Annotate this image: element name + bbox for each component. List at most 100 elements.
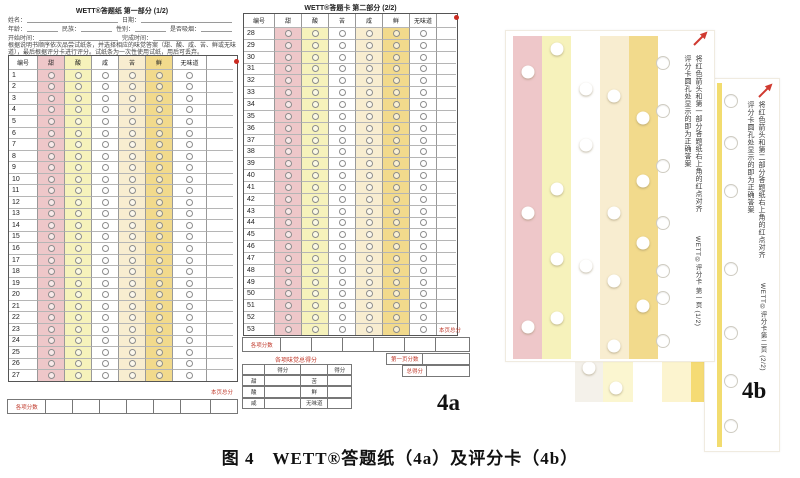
answer-bubble (101, 210, 109, 218)
answer-bubble (392, 136, 400, 144)
answer-row: 1 (9, 69, 237, 81)
answer-cell (301, 263, 328, 276)
answer-cell (64, 149, 91, 162)
punch-hole (582, 361, 596, 375)
answer-bubble (74, 94, 82, 102)
answer-bubble (311, 314, 319, 322)
answer-cell (355, 145, 382, 158)
answer-bubble (74, 71, 82, 79)
blank-cell (206, 242, 233, 254)
answer-cell (145, 242, 172, 254)
answer-cell (172, 334, 206, 347)
answer-bubble (284, 41, 292, 49)
answer-bubble (311, 243, 319, 251)
blank-cell (206, 115, 233, 127)
answer-bubble (47, 348, 55, 356)
answer-bubble (101, 371, 109, 379)
answer-bubble (47, 141, 55, 149)
answer-bubble (101, 337, 109, 345)
sum-blank (242, 364, 265, 376)
punch-hole (724, 326, 738, 340)
answer-cell (118, 69, 145, 81)
punch-hole (656, 291, 670, 305)
answer-bubble (338, 29, 346, 37)
answer-cell (91, 138, 118, 150)
answer-cell (91, 69, 118, 81)
row-number: 38 (244, 145, 274, 157)
answer-bubble (338, 89, 346, 97)
name-label: 姓名： (8, 18, 27, 24)
answer-bubble (365, 89, 373, 97)
card1-instruction-line1: 将红色箭头和第一部分答题纸右上角的红点对齐 (695, 55, 702, 213)
answer-row: 4 (9, 103, 237, 116)
answer-cell (328, 275, 355, 288)
sheet1-page-total-label: 本页总分 (211, 390, 234, 396)
answer-bubble (186, 141, 193, 149)
answer-bubble (419, 112, 427, 120)
row-number: 33 (244, 86, 274, 98)
answer-bubble (338, 266, 346, 274)
answer-bubble (128, 302, 136, 310)
answer-row: 37 (244, 133, 457, 146)
answer-row: 17 (9, 253, 237, 266)
answer-bubble (74, 314, 82, 322)
sheet1-info-block: 姓名： 日期： 年龄： 民族： 性别： 是否吸烟： 开始时间： 完成时间： (8, 15, 236, 42)
score-cell (342, 337, 374, 352)
blank-cell (436, 98, 456, 110)
answer-cell (382, 157, 409, 170)
answer-bubble (311, 254, 319, 262)
punch-hole (550, 42, 564, 56)
answer-cell (409, 287, 436, 300)
sum-value-cell (264, 397, 301, 409)
panel-4b-label: 4b (742, 378, 767, 403)
sheet2-scores-row: 各项分数 (242, 337, 470, 352)
answer-cell (328, 133, 355, 146)
answer-cell (301, 323, 328, 335)
taste-stripe-thin (717, 83, 722, 447)
answer-cell (91, 92, 118, 104)
answer-cell (64, 230, 91, 243)
answer-bubble (365, 219, 373, 227)
blank-cell (436, 74, 456, 87)
answer-bubble (155, 129, 163, 137)
answer-bubble (338, 148, 346, 156)
answer-bubble (284, 290, 292, 298)
answer-bubble (128, 256, 136, 264)
answer-cell (274, 180, 301, 193)
total-score-row: 总得分 (402, 365, 470, 377)
row-number: 15 (9, 230, 37, 243)
answer-row: 45 (244, 228, 457, 241)
answer-cell (328, 263, 355, 276)
answer-cell (172, 288, 206, 300)
answer-row: 46 (244, 240, 457, 253)
answer-cell (355, 38, 382, 51)
answer-cell (355, 27, 382, 39)
row-number: 26 (9, 357, 37, 370)
sheet1-instructions: 根据说明书顺序依次品尝试纸条，并选择相应的味觉答案（甜、酸、咸、苦、鲜或无味道）… (8, 43, 237, 56)
blank-cell (206, 311, 233, 324)
punch-hole (656, 159, 670, 173)
answer-row: 40 (244, 169, 457, 181)
answer-cell (382, 216, 409, 229)
answer-bubble (47, 371, 55, 379)
total-score-cell (426, 365, 470, 377)
answer-row: 18 (9, 265, 237, 277)
answer-cell (355, 121, 382, 134)
answer-bubble (338, 172, 346, 180)
punch-hole (636, 299, 650, 313)
answer-bubble (186, 94, 193, 102)
answer-cell (274, 98, 301, 110)
answer-bubble (186, 152, 193, 160)
answer-cell (172, 126, 206, 139)
answer-cell (64, 92, 91, 104)
finish-time-blank (153, 40, 232, 41)
answer-row: 31 (244, 62, 457, 75)
answer-bubble (311, 195, 319, 203)
column-header: 苦 (328, 14, 355, 27)
answer-bubble (74, 302, 82, 310)
answer-cell (274, 121, 301, 134)
answer-cell (409, 275, 436, 288)
answer-cell (64, 323, 91, 335)
answer-cell (91, 184, 118, 197)
